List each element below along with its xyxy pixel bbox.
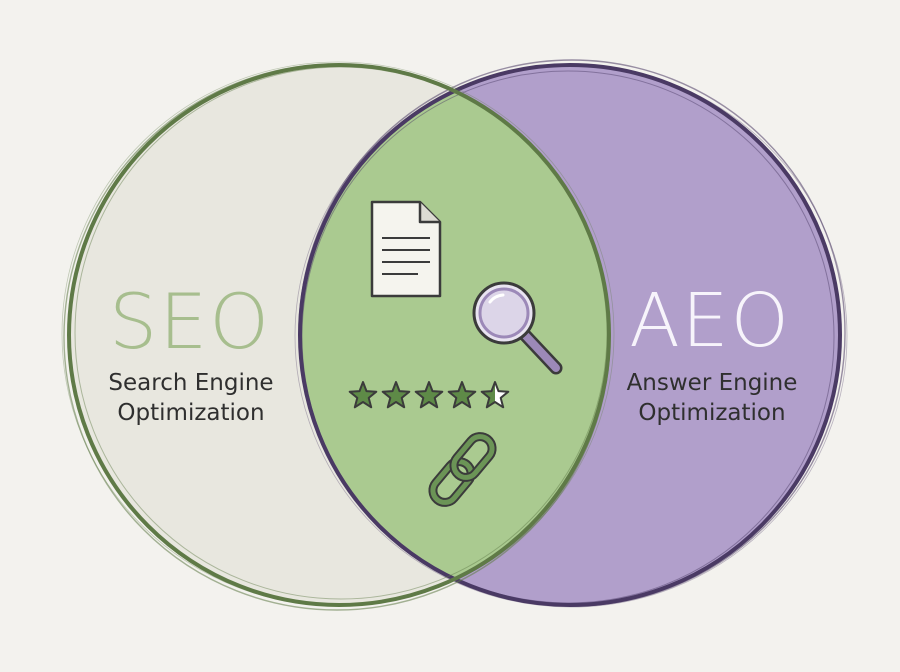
star-fill-5 bbox=[481, 382, 495, 408]
aeo-line2: Optimization bbox=[638, 400, 785, 426]
overlap-region bbox=[300, 65, 609, 605]
magnifier-icon bbox=[472, 281, 563, 375]
chain-link-icon bbox=[428, 432, 497, 507]
seo-line1: Search Engine bbox=[108, 370, 273, 396]
seo-line2: Optimization bbox=[117, 400, 264, 426]
seo-abbr: SEO bbox=[109, 277, 271, 366]
star-outline-4 bbox=[447, 381, 477, 409]
star-fill-2 bbox=[382, 382, 410, 408]
star-outline-3 bbox=[414, 381, 444, 409]
aeo-line1: Answer Engine bbox=[627, 370, 798, 396]
star-outline-5 bbox=[480, 381, 510, 409]
star-fill-4 bbox=[448, 382, 476, 408]
star-outline-1 bbox=[348, 381, 378, 409]
aeo-outline bbox=[294, 59, 848, 608]
seo-outline bbox=[61, 61, 615, 611]
star-outline-2 bbox=[381, 381, 411, 409]
star-rating-icon bbox=[348, 381, 510, 409]
document-icon bbox=[370, 200, 442, 298]
aeo-abbr: AEO bbox=[629, 278, 791, 364]
star-fill-1 bbox=[349, 382, 377, 408]
star-fill-3 bbox=[415, 382, 443, 408]
